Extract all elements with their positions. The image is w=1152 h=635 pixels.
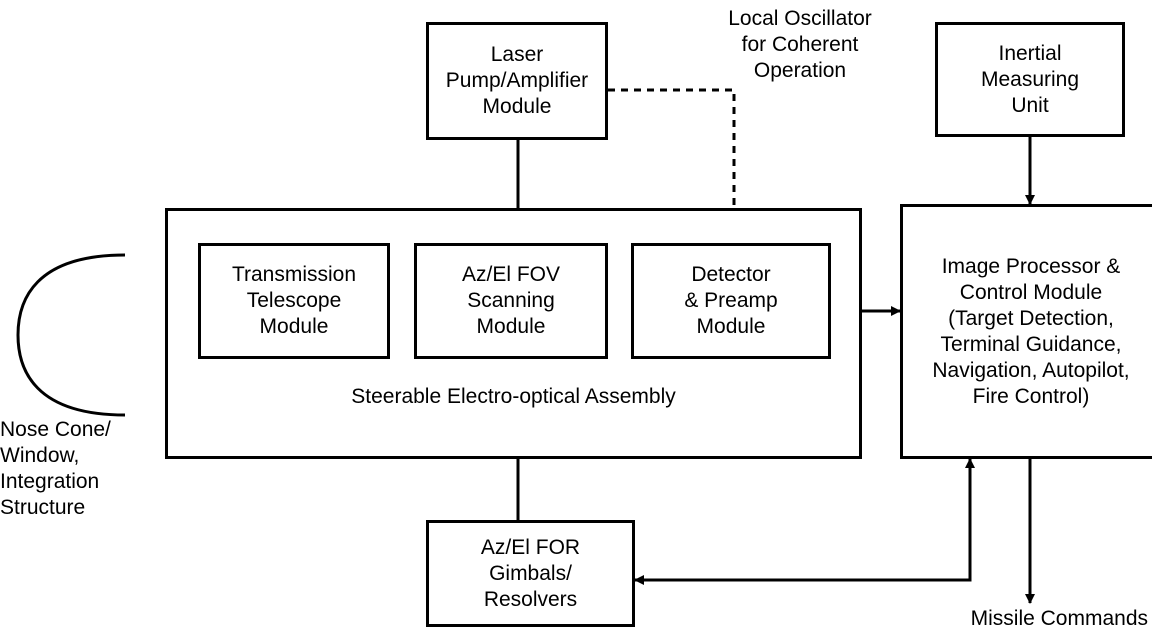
gimbals-block-label: Az/El FOR Gimbals/ Resolvers — [480, 535, 581, 611]
az-el-fov-scanning-block: Az/El FOV Scanning Module — [414, 243, 608, 359]
missile-commands-label: Missile Commands — [970, 607, 1148, 630]
az-el-for-gimbals-block: Az/El FOR Gimbals/ Resolvers — [426, 520, 635, 627]
scanning-block-label: Az/El FOV Scanning Module — [461, 263, 561, 338]
laser-pump-amplifier-block: Laser Pump/Amplifier Module — [426, 22, 608, 140]
detector-preamp-block: Detector & Preamp Module — [631, 243, 831, 359]
inertial-measuring-unit-block: Inertial Measuring Unit — [935, 22, 1125, 137]
processor-gimbals-link — [634, 473, 972, 585]
processor-block-label: Image Processor & Control Module (Target… — [932, 254, 1130, 408]
detector-block-label: Detector & Preamp Module — [684, 263, 778, 338]
local-oscillator-dashed-line — [608, 88, 739, 241]
local-oscillator-label: Local Oscillator for Coherent Operation — [728, 7, 872, 82]
nose-cone-arc — [16, 253, 126, 417]
imu-block-label: Inertial Measuring Unit — [980, 41, 1080, 117]
transmission-telescope-block: Transmission Telescope Module — [198, 243, 390, 359]
transmission-block-label: Transmission Telescope Module — [231, 263, 357, 338]
steerable-assembly-label: Steerable Electro-optical Assembly — [351, 385, 676, 408]
image-processor-control-block: Image Processor & Control Module (Target… — [900, 204, 1152, 459]
laser-block-label: Laser Pump/Amplifier Module — [445, 43, 589, 118]
nose-cone-label: Nose Cone/ Window, Integration Structure — [0, 418, 111, 519]
